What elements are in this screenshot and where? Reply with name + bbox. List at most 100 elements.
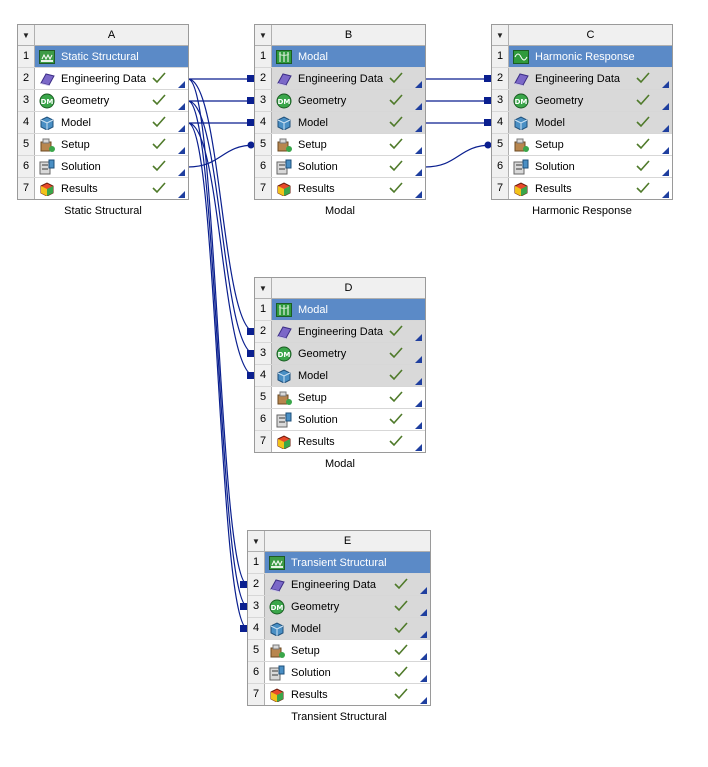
cell-content[interactable]: Transient Structural — [265, 552, 430, 573]
cell-content[interactable]: Solution — [272, 156, 425, 177]
system-menu-arrow-icon[interactable]: ▼ — [492, 25, 509, 45]
cell-menu-triangle-icon[interactable] — [178, 189, 185, 198]
connection-line[interactable] — [187, 100, 249, 608]
cell-content[interactable]: Model — [509, 112, 672, 133]
cell-menu-triangle-icon[interactable] — [415, 354, 422, 363]
cell-menu-triangle-icon[interactable] — [662, 167, 669, 176]
cell-content[interactable]: Modal — [272, 299, 425, 320]
cell-menu-triangle-icon[interactable] — [415, 420, 422, 429]
connection-line[interactable] — [187, 122, 256, 377]
system-caption[interactable]: Modal — [325, 458, 355, 470]
cell-menu-triangle-icon[interactable] — [662, 79, 669, 88]
cell-content[interactable]: Solution — [35, 156, 188, 177]
cell-menu-triangle-icon[interactable] — [415, 123, 422, 132]
cell-menu-triangle-icon[interactable] — [415, 79, 422, 88]
cell-menu-triangle-icon[interactable] — [415, 189, 422, 198]
connection-line[interactable] — [187, 144, 256, 168]
cell-content[interactable]: Results — [35, 178, 188, 199]
cell-content[interactable]: Model — [272, 365, 425, 386]
cell-menu-triangle-icon[interactable] — [420, 607, 427, 616]
cell-menu-triangle-icon[interactable] — [178, 123, 185, 132]
system-caption[interactable]: Transient Structural — [291, 711, 387, 723]
cell-content[interactable]: Engineering Data — [265, 574, 430, 595]
cell-menu-triangle-icon[interactable] — [420, 695, 427, 704]
system-menu-arrow-icon[interactable]: ▼ — [18, 25, 35, 45]
cell-content[interactable]: Engineering Data — [509, 68, 672, 89]
cell-menu-triangle-icon[interactable] — [420, 585, 427, 594]
cell-menu-triangle-icon[interactable] — [178, 79, 185, 88]
cell-content[interactable]: Model — [272, 112, 425, 133]
cell-menu-triangle-icon[interactable] — [178, 167, 185, 176]
cell-menu-triangle-icon[interactable] — [178, 145, 185, 154]
cell-content[interactable]: Engineering Data — [35, 68, 188, 89]
system-menu-arrow-icon[interactable]: ▼ — [248, 531, 265, 551]
cell-menu-triangle-icon[interactable] — [415, 332, 422, 341]
cell-content[interactable]: Results — [272, 431, 425, 452]
cell-content[interactable]: Solution — [509, 156, 672, 177]
cell-content[interactable]: Setup — [265, 640, 430, 661]
cell-content[interactable]: Model — [265, 618, 430, 639]
connection-line[interactable] — [187, 122, 249, 630]
connection-line[interactable] — [424, 144, 493, 168]
cell-menu-triangle-icon[interactable] — [420, 673, 427, 682]
cell-content[interactable]: Setup — [509, 134, 672, 155]
cell-content[interactable]: Engineering Data — [272, 68, 425, 89]
system-menu-arrow-icon[interactable]: ▼ — [255, 25, 272, 45]
system-caption[interactable]: Modal — [325, 205, 355, 217]
cell-menu-triangle-icon[interactable] — [415, 145, 422, 154]
cell-content[interactable]: Harmonic Response — [509, 46, 672, 67]
cell-content[interactable]: Model — [35, 112, 188, 133]
cell-menu-triangle-icon[interactable] — [415, 398, 422, 407]
system-caption[interactable]: Harmonic Response — [532, 205, 632, 217]
cell-content[interactable]: Solution — [272, 409, 425, 430]
cell-content[interactable]: Setup — [272, 387, 425, 408]
cell-menu-triangle-icon[interactable] — [662, 123, 669, 132]
cell-content[interactable]: Results — [265, 684, 430, 705]
cell-content[interactable]: Results — [509, 178, 672, 199]
cell-menu-triangle-icon[interactable] — [415, 376, 422, 385]
cell-menu-triangle-icon[interactable] — [662, 145, 669, 154]
cell-menu-triangle-icon[interactable] — [420, 651, 427, 660]
cell-content[interactable]: Modal — [272, 46, 425, 67]
cell-content[interactable]: Setup — [35, 134, 188, 155]
